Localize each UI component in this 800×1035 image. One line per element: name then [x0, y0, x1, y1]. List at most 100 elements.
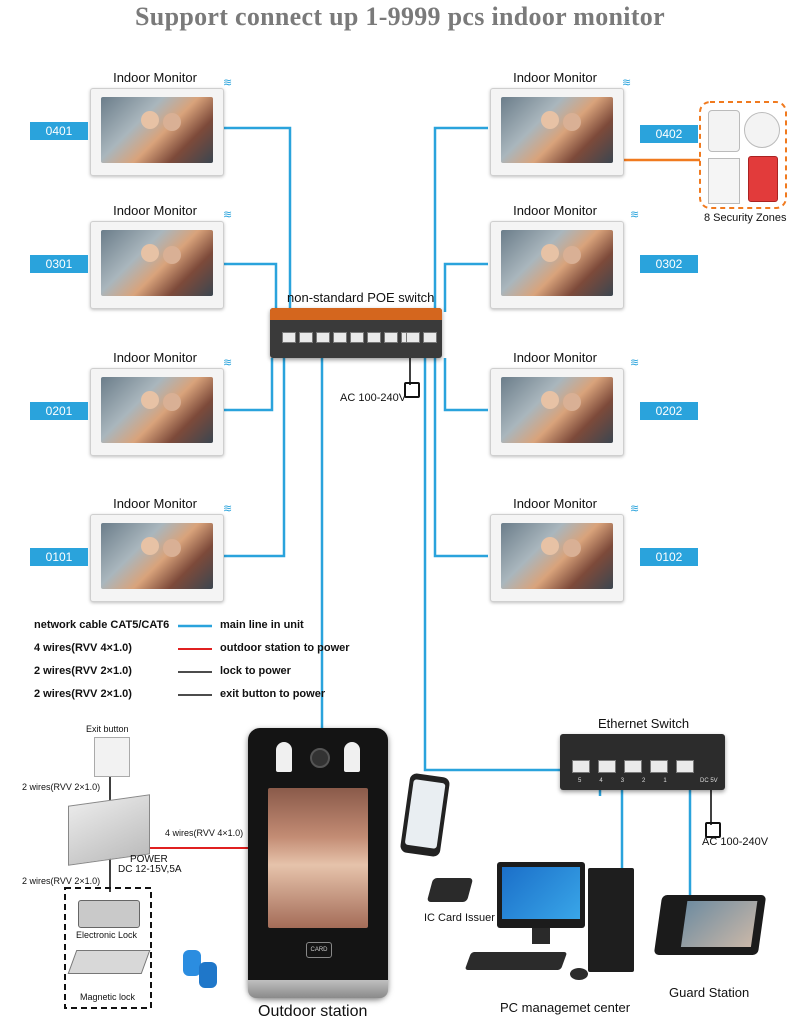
- indoor-monitor-0401[interactable]: [90, 88, 224, 176]
- room-tag-0302: 0302: [640, 255, 698, 273]
- pc-monitor-icon: [497, 862, 585, 928]
- room-tag-0101: 0101: [30, 548, 88, 566]
- security-zones-label: 8 Security Zones: [704, 212, 787, 224]
- pc-stand-icon: [532, 928, 550, 944]
- cable-0401: [222, 126, 292, 312]
- magnetic-lock-label: Magnetic lock: [80, 992, 136, 1002]
- dc-label: DC 5V: [700, 778, 718, 784]
- cable-0101: [222, 358, 286, 558]
- monitor-label-0402: Indoor Monitor: [513, 70, 597, 85]
- outdoor-station-label: Outdoor station: [258, 1003, 368, 1020]
- monitor-label-0401: Indoor Monitor: [113, 70, 197, 85]
- indoor-monitor-0202[interactable]: [490, 368, 624, 456]
- room-tag-0202: 0202: [640, 402, 698, 420]
- cable-0102: [433, 358, 488, 558]
- legend-network-desc: main line in unit: [220, 619, 304, 631]
- exit-button-label: Exit button: [86, 724, 129, 734]
- indoor-monitor-0402[interactable]: [490, 88, 624, 176]
- ethernet-ports: [572, 760, 694, 773]
- indoor-monitor-0301[interactable]: [90, 221, 224, 309]
- station-base: [248, 980, 388, 998]
- lock-wire-label: 2 wires(RVV 2×1.0): [22, 876, 101, 886]
- cable-0402: [433, 126, 488, 312]
- plug-icon: [404, 382, 420, 398]
- face-screen: [268, 788, 368, 928]
- legend-exit-desc: exit button to power: [220, 688, 326, 700]
- wifi-icon: ≋: [223, 503, 233, 515]
- monitor-label-0101: Indoor Monitor: [113, 496, 197, 511]
- poe-power-label: AC 100-240V: [340, 392, 407, 404]
- room-tag-0401: 0401: [30, 122, 88, 140]
- power-spec: DC 12-15V,5A: [118, 864, 182, 875]
- magnetic-lock-icon: [67, 950, 151, 974]
- cable-ethernet: [423, 358, 560, 772]
- camera-icon: [310, 748, 330, 768]
- power-title: POWER: [130, 854, 168, 865]
- light-sensor-icon: [344, 742, 360, 772]
- room-tag-0301: 0301: [30, 255, 88, 273]
- wifi-icon: ≋: [630, 209, 640, 221]
- eth-power-label: AC 100-240V: [702, 836, 769, 848]
- smoke-detector-icon: [744, 112, 780, 148]
- lock-box: [64, 887, 152, 1009]
- card-reader[interactable]: CARD: [306, 942, 332, 958]
- poe-ports: [282, 332, 415, 343]
- ic-card-label: IC Card Issuer: [424, 912, 495, 924]
- legend-lock-label: 2 wires(RVV 2×1.0): [34, 665, 132, 677]
- exit-button[interactable]: [94, 737, 130, 777]
- wifi-icon: ≋: [223, 209, 233, 221]
- ethernet-switch-label: Ethernet Switch: [598, 716, 690, 731]
- poe-switch[interactable]: [270, 308, 442, 358]
- wifi-icon: ≋: [630, 357, 640, 369]
- wifi-icon: ≋: [622, 77, 632, 89]
- guard-station-icon[interactable]: [653, 895, 767, 955]
- wifi-icon: ≋: [223, 357, 233, 369]
- indoor-monitor-0101[interactable]: [90, 514, 224, 602]
- legend-power-label: 4 wires(RVV 4×1.0): [34, 642, 132, 654]
- monitor-label-0202: Indoor Monitor: [513, 350, 597, 365]
- cable-0201: [222, 358, 274, 412]
- station-wire-label: 4 wires(RVV 4×1.0): [165, 828, 244, 838]
- security-zone-frame: [699, 101, 787, 209]
- uplink-ports: [406, 332, 437, 343]
- outdoor-station[interactable]: CARD: [248, 728, 388, 998]
- poe-switch-top-stripe: [270, 308, 442, 320]
- siren-icon: [748, 156, 778, 202]
- indoor-monitor-0201[interactable]: [90, 368, 224, 456]
- monitor-label-0301: Indoor Monitor: [113, 203, 197, 218]
- legend-lock-desc: lock to power: [220, 665, 291, 677]
- wifi-icon: ≋: [223, 77, 233, 89]
- rfid-tag-icon: [199, 962, 217, 988]
- pir-sensor-icon: [708, 110, 740, 152]
- keyboard-icon: [464, 952, 568, 970]
- electronic-lock-icon: [78, 900, 140, 928]
- room-tag-0201: 0201: [30, 402, 88, 420]
- cable-0301: [222, 262, 278, 312]
- mouse-icon: [570, 968, 588, 980]
- card-issuer-icon: [426, 878, 474, 902]
- guard-label: Guard Station: [669, 985, 750, 1000]
- pc-label: PC managemet center: [500, 1000, 631, 1015]
- plug-icon: [705, 822, 721, 838]
- legend-exit-label: 2 wires(RVV 2×1.0): [34, 688, 132, 700]
- cable-0202: [443, 358, 488, 412]
- indoor-monitor-0302[interactable]: [490, 221, 624, 309]
- room-tag-0402: 0402: [640, 125, 698, 143]
- page-title: Support connect up 1-9999 pcs indoor mon…: [135, 2, 665, 31]
- legend-power-desc: outdoor station to power: [220, 642, 350, 654]
- indoor-monitor-0102[interactable]: [490, 514, 624, 602]
- light-sensor-icon: [276, 742, 292, 772]
- monitor-label-0102: Indoor Monitor: [513, 496, 597, 511]
- cable-0302: [443, 262, 488, 312]
- wifi-icon: ≋: [630, 503, 640, 515]
- pc-tower-icon: [588, 868, 634, 972]
- poe-switch-label: non-standard POE switch: [287, 290, 435, 305]
- legend-network-label: network cable CAT5/CAT6: [34, 619, 170, 631]
- room-tag-0102: 0102: [640, 548, 698, 566]
- rfid-tag-icon: [183, 950, 201, 976]
- electronic-lock-label: Electronic Lock: [76, 930, 138, 940]
- exit-wire-label: 2 wires(RVV 2×1.0): [22, 782, 101, 792]
